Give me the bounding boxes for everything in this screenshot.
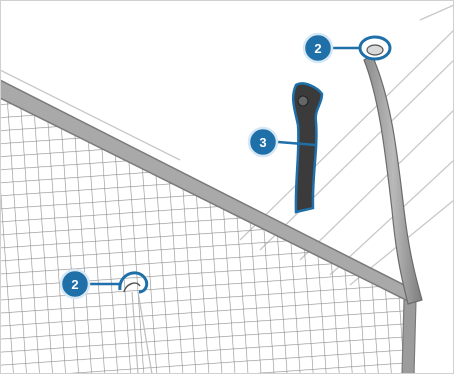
top-anchor-point [360, 37, 390, 59]
callout-number: 2 [314, 41, 321, 56]
callout-bottom-left: 2 [61, 270, 89, 298]
callout-number: 2 [71, 277, 78, 292]
callout-number: 3 [259, 135, 266, 150]
net-side-frame [402, 300, 416, 374]
callout-middle: 3 [249, 128, 277, 156]
callout-top-right: 2 [304, 34, 332, 62]
